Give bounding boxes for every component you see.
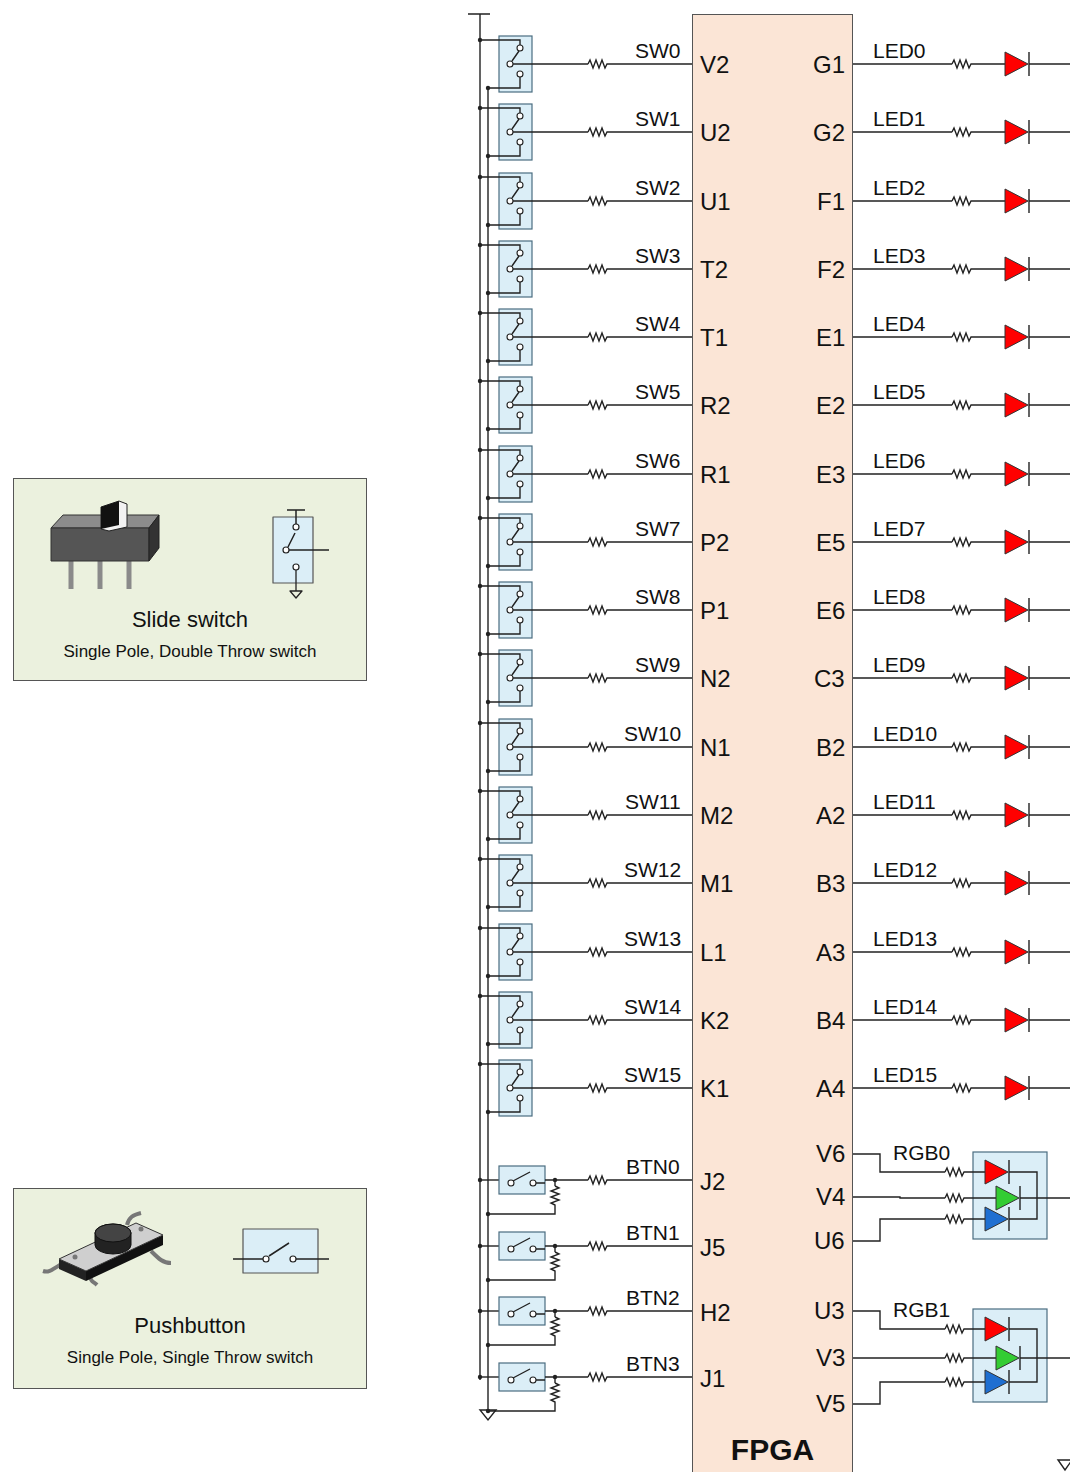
pin-name: J5: [700, 1236, 725, 1260]
pin-name: A3: [816, 941, 845, 965]
signal-name: SW0: [635, 40, 681, 61]
pin-name: F1: [817, 190, 845, 214]
signal-name: LED4: [873, 313, 926, 334]
signal-name: BTN0: [626, 1156, 680, 1177]
signal-name: SW11: [625, 791, 681, 812]
signal-name: SW15: [624, 1064, 681, 1085]
pin-name: M1: [700, 872, 733, 896]
pin-name: E1: [816, 326, 845, 350]
signal-name: LED8: [873, 586, 926, 607]
pin-name: K2: [700, 1009, 729, 1033]
pin-name: V4: [816, 1185, 845, 1209]
signal-name: SW12: [624, 859, 681, 880]
pin-name: R1: [700, 463, 731, 487]
pin-name: U6: [814, 1229, 845, 1253]
pin-name: P1: [700, 599, 729, 623]
signal-name: SW1: [635, 108, 681, 129]
signal-name: LED9: [873, 654, 926, 675]
legend-box: PushbuttonSingle Pole, Single Throw swit…: [13, 1188, 367, 1389]
signal-name: LED0: [873, 40, 926, 61]
signal-name: LED13: [873, 928, 937, 949]
pin-name: H2: [700, 1301, 731, 1325]
signal-name: LED6: [873, 450, 926, 471]
signal-name: BTN2: [626, 1287, 680, 1308]
signal-name: SW9: [635, 654, 681, 675]
pin-name: U3: [814, 1299, 845, 1323]
pin-name: G2: [813, 121, 845, 145]
pin-name: B4: [816, 1009, 845, 1033]
signal-name: LED11: [873, 791, 936, 812]
pin-name: N2: [700, 667, 731, 691]
signal-name: BTN3: [626, 1353, 680, 1374]
pin-name: L1: [700, 941, 727, 965]
pin-name: B3: [816, 872, 845, 896]
signal-name: LED1: [873, 108, 926, 129]
pin-name: C3: [814, 667, 845, 691]
signal-name: SW3: [635, 245, 681, 266]
pin-name: J2: [700, 1170, 725, 1194]
pin-name: J1: [700, 1367, 725, 1391]
signal-name: LED7: [873, 518, 926, 539]
signal-name: SW6: [635, 450, 681, 471]
pin-name: E6: [816, 599, 845, 623]
chip-name: FPGA: [731, 1433, 814, 1468]
pin-name: G1: [813, 53, 845, 77]
pin-name: V5: [816, 1392, 845, 1416]
signal-name: LED3: [873, 245, 926, 266]
pin-name: U2: [700, 121, 731, 145]
legend-title: Slide switch: [132, 607, 248, 632]
signal-name: RGB1: [893, 1299, 950, 1320]
signal-name: SW5: [635, 381, 681, 402]
signal-name: LED2: [873, 177, 926, 198]
pin-name: K1: [700, 1077, 729, 1101]
legend-title: Pushbutton: [134, 1313, 245, 1338]
legend-description: Single Pole, Single Throw switch: [67, 1348, 313, 1368]
signal-name: SW13: [624, 928, 681, 949]
signal-name: LED12: [873, 859, 937, 880]
pin-name: P2: [700, 531, 729, 555]
pin-name: T2: [700, 258, 728, 282]
pin-name: R2: [700, 394, 731, 418]
pin-name: A4: [816, 1077, 845, 1101]
pin-name: V3: [816, 1346, 845, 1370]
pin-name: T1: [700, 326, 728, 350]
pin-name: B2: [816, 736, 845, 760]
signal-name: SW4: [635, 313, 681, 334]
pin-name: M2: [700, 804, 733, 828]
pin-name: V2: [700, 53, 729, 77]
pin-name: A2: [816, 804, 845, 828]
signal-name: SW2: [635, 177, 681, 198]
pin-name: E5: [816, 531, 845, 555]
pin-name: E3: [816, 463, 845, 487]
signal-name: SW8: [635, 586, 681, 607]
pin-name: V6: [816, 1142, 845, 1166]
signal-name: SW14: [624, 996, 681, 1017]
signal-name: LED14: [873, 996, 937, 1017]
signal-name: RGB0: [893, 1142, 950, 1163]
pin-name: N1: [700, 736, 731, 760]
pin-name: F2: [817, 258, 845, 282]
legend-description: Single Pole, Double Throw switch: [64, 642, 317, 662]
legend-box: Slide switchSingle Pole, Double Throw sw…: [13, 478, 367, 681]
signal-name: LED15: [873, 1064, 937, 1085]
signal-name: BTN1: [626, 1222, 680, 1243]
signal-name: LED10: [873, 723, 937, 744]
pin-name: U1: [700, 190, 731, 214]
signal-name: SW7: [635, 518, 681, 539]
signal-name: SW10: [624, 723, 681, 744]
pin-name: E2: [816, 394, 845, 418]
signal-name: LED5: [873, 381, 926, 402]
